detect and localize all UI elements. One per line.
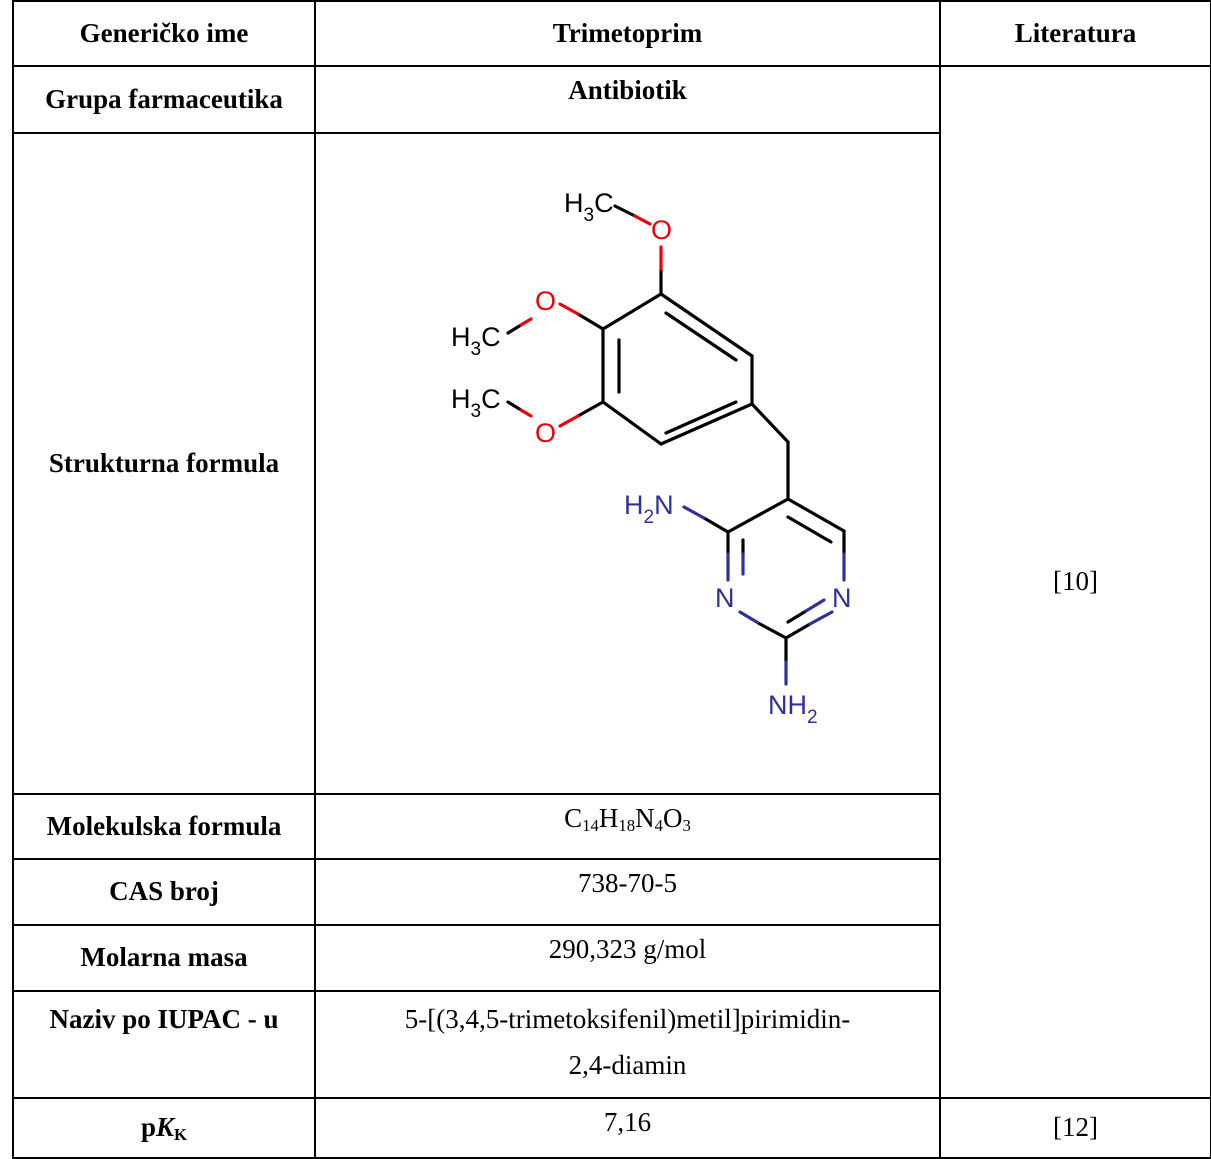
bond-benzene-1 — [658, 291, 754, 358]
atom-ch3-mid: H3C — [451, 322, 501, 360]
molar-mass-label: Molarna masa — [12, 924, 316, 992]
bond-nh2-left-blue — [681, 504, 706, 520]
bond-o-mid-ring — [575, 311, 605, 331]
bond-benzene-4 — [600, 399, 663, 446]
atom-o-top: O — [651, 215, 672, 245]
structure-cell: H3C O H3C O H3C O H2N N N NH2 — [314, 132, 941, 795]
structure-row: Strukturna formula — [12, 132, 1211, 795]
pk-value: 7,16 — [314, 1097, 941, 1159]
bond-benzene-6 — [600, 291, 663, 331]
structure-label: Strukturna formula — [12, 132, 316, 795]
bond-ch2-a — [749, 401, 790, 444]
bond-nh2-left-black — [701, 515, 730, 534]
bond-c2-n1-blue — [807, 609, 834, 626]
bond-o-top-methyl-red — [632, 213, 652, 226]
bond-o-bot-methyl-red — [518, 407, 533, 418]
molecular-formula-label: Molekulska formula — [12, 793, 316, 860]
bond-ch3-bot — [505, 399, 523, 412]
trimethoprim-structure-diagram: H3C O H3C O H3C O H2N N N NH2 — [451, 188, 852, 728]
atom-n-ring-left: N — [715, 583, 735, 613]
group-label: Grupa farmaceutika — [12, 65, 316, 134]
pk-row: pKK 7,16 [12] — [12, 1097, 1211, 1159]
bond-pyr-c5-c6-inner — [785, 514, 833, 544]
iupac-value: 5-[(3,4,5-trimetoksifenil)metil]pirimidi… — [314, 990, 941, 1099]
pk-reference: [12] — [939, 1097, 1211, 1159]
header-row: Generičko ime Trimetoprim Literatura — [12, 0, 1211, 67]
header-literature: Literatura — [939, 0, 1211, 67]
cas-value: 738-70-5 — [314, 858, 941, 926]
group-row: Grupa farmaceutika Antibiotik [10] — [12, 65, 1211, 1099]
atom-o-mid: O — [535, 286, 556, 316]
bond-c2-n1-inner-black — [785, 608, 808, 624]
bond-pyr-c5-c6 — [785, 496, 846, 533]
bond-c2-n3-black — [757, 621, 788, 640]
atom-ch3-bot: H3C — [451, 384, 501, 422]
molecular-formula-value: C14H18N4O3 — [314, 793, 941, 860]
bond-o-bot-red — [557, 413, 580, 428]
bond-o-bot-ring — [575, 399, 605, 418]
molecular-formula-row: Molekulska formula C14H18N4O3 — [12, 793, 1211, 860]
bond-o-mid-red — [557, 301, 580, 316]
pk-label: pKK — [12, 1097, 316, 1159]
atom-o-bot: O — [535, 418, 556, 448]
reference-main-cell: [10] — [939, 65, 1211, 1099]
molar-mass-value: 290,323 g/mol — [314, 924, 941, 992]
bond-benzene-3 — [658, 401, 754, 446]
cas-label: CAS broj — [12, 858, 316, 926]
trimethoprim-properties-table: Generičko ime Trimetoprim Literatura Gru… — [12, 0, 1211, 1159]
group-value: Antibiotik — [314, 65, 941, 134]
bond-c2-n1-inner-blue — [803, 597, 826, 613]
atom-ch3-top: H3C — [564, 188, 614, 226]
bond-o-mid-methyl-red — [518, 316, 533, 327]
atom-n-ring-right: N — [832, 583, 852, 613]
bond-pyr-c5-c4 — [725, 496, 790, 534]
iupac-line-1: 5-[(3,4,5-trimetoksifenil)metil]pirimidi… — [404, 1004, 851, 1034]
bond-c2-n1-black — [783, 621, 812, 640]
atom-nh2-left: H2N — [624, 490, 674, 528]
iupac-line-2: 2,4-diamin — [568, 1050, 687, 1080]
bond-c2-n3-blue — [737, 609, 762, 626]
bond-ch3-mid — [505, 322, 523, 335]
cas-row: CAS broj 738-70-5 — [12, 858, 1211, 926]
header-drug-name: Trimetoprim — [314, 0, 941, 67]
atom-nh2-bottom: NH2 — [768, 690, 818, 728]
bond-benzene-inner-1 — [663, 310, 738, 362]
bond-ch3-top — [612, 203, 637, 218]
iupac-row: Naziv po IUPAC - u 5-[(3,4,5-trimetoksif… — [12, 990, 1211, 1099]
bond-benzene-inner-2 — [663, 399, 738, 435]
iupac-label: Naziv po IUPAC - u — [12, 990, 316, 1099]
header-generic-name: Generičko ime — [12, 0, 316, 67]
molar-mass-row: Molarna masa 290,323 g/mol — [12, 924, 1211, 992]
